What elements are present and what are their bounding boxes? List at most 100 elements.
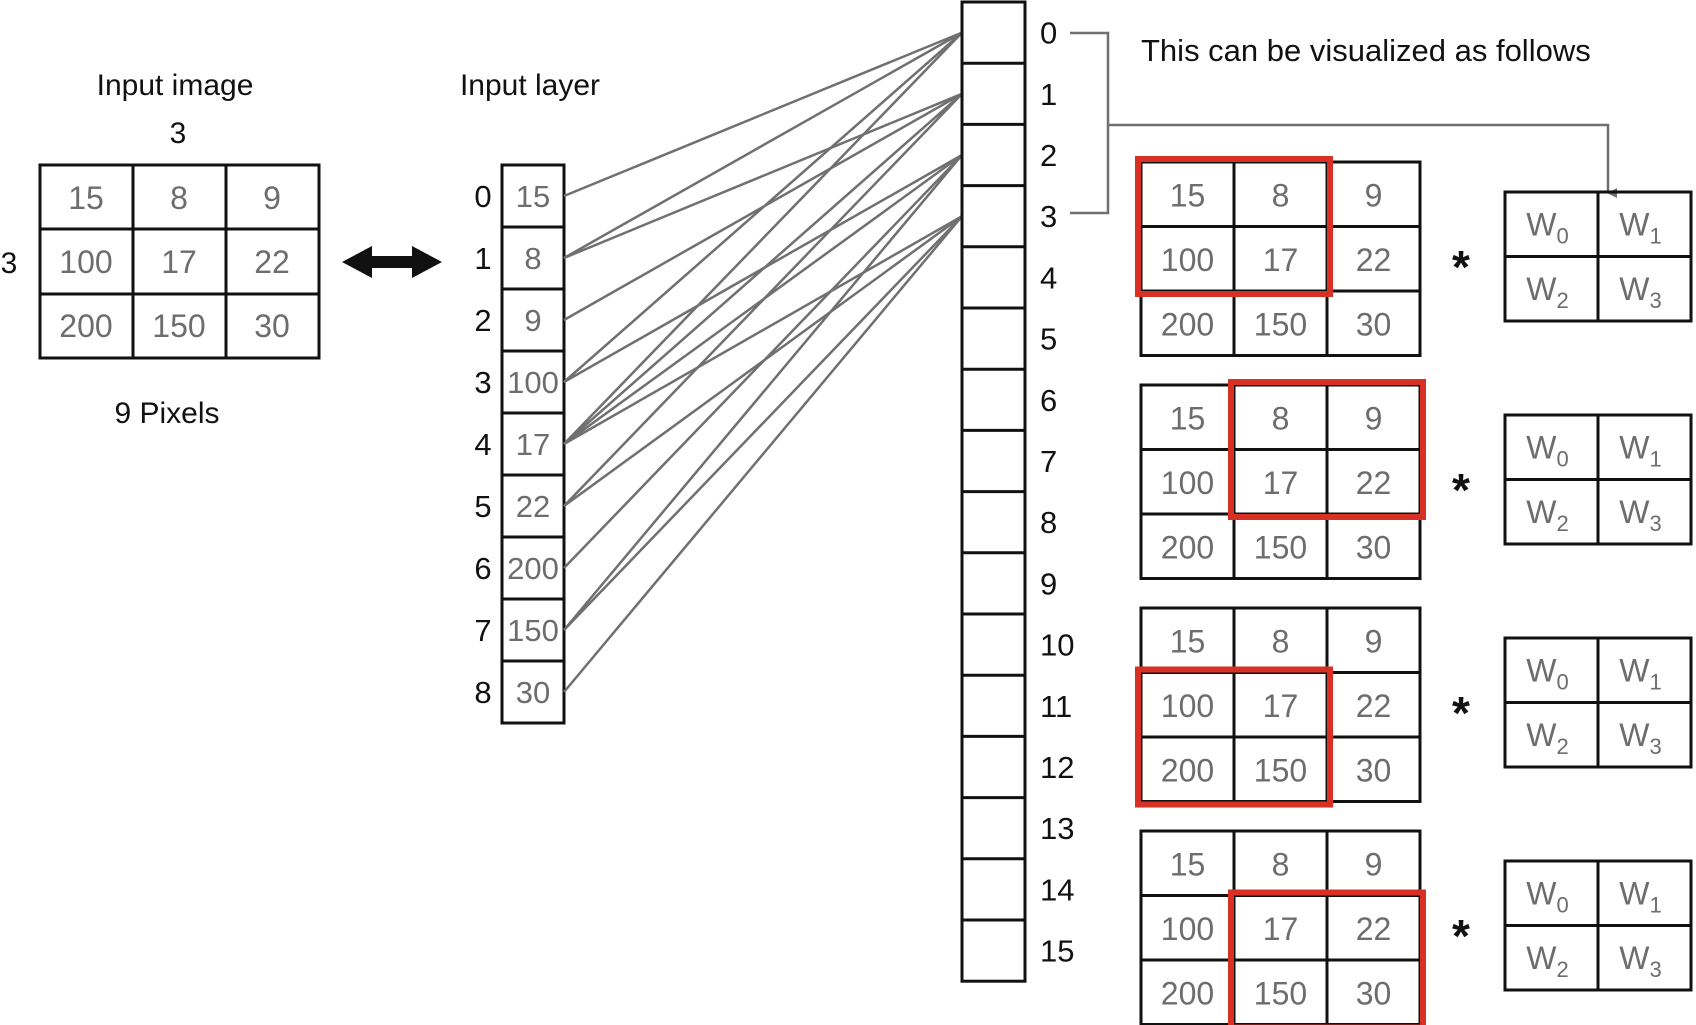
input-layer-value: 9 <box>524 303 541 338</box>
grid-cell: 100 <box>1161 242 1214 278</box>
grid-cell: 100 <box>1161 465 1214 501</box>
connection-line <box>563 215 963 446</box>
grid-cell: 8 <box>1272 623 1290 659</box>
weight-cell: W0 <box>1526 652 1568 694</box>
weight-cell: W2 <box>1526 271 1568 313</box>
weight-cell: W0 <box>1526 875 1568 917</box>
weight-cell: W1 <box>1619 206 1661 248</box>
weight-cell: W3 <box>1619 271 1661 313</box>
grid-cell: 17 <box>1263 465 1299 501</box>
multiply-operator: * <box>1452 910 1470 962</box>
input-image-caption: 9 Pixels <box>114 397 219 430</box>
grid-cell: 9 <box>1365 400 1383 436</box>
visualization-note: This can be visualized as follows <box>1141 33 1591 68</box>
weight-cell: W2 <box>1526 494 1568 536</box>
weight-cell: W3 <box>1619 717 1661 759</box>
hidden-index-label: 8 <box>1040 505 1057 540</box>
weight-cell: W1 <box>1619 652 1661 694</box>
connection-line <box>563 154 963 631</box>
grid-cell: 15 <box>1170 623 1206 659</box>
grid-cell: 9 <box>1365 846 1383 882</box>
connection-line <box>563 153 963 446</box>
hidden-index-label: 2 <box>1040 138 1057 173</box>
hidden-index-label: 13 <box>1040 811 1074 846</box>
input-layer-value: 15 <box>516 179 550 214</box>
grid-cell: 100 <box>1161 911 1214 947</box>
visualization-pointer: This can be visualized as follows <box>1070 31 1617 215</box>
grid-cell: 8 <box>1272 400 1290 436</box>
grid-cell: 30 <box>1356 752 1392 788</box>
grid-cell: 150 <box>1254 975 1307 1011</box>
input-layer-value: 22 <box>516 489 550 524</box>
grid-cell: 22 <box>1356 465 1392 501</box>
weight-cell: W1 <box>1619 429 1661 471</box>
kernel-highlight <box>1228 379 1426 520</box>
input-image-title: Input image <box>97 69 254 102</box>
input-index-label: 6 <box>474 551 491 586</box>
connection-line <box>563 215 963 631</box>
grid-cell: 22 <box>1356 242 1392 278</box>
grid-cell: 9 <box>1365 623 1383 659</box>
pixel-cell: 17 <box>161 244 197 280</box>
grid-cell: 200 <box>1161 306 1214 342</box>
grid-cell: 15 <box>1170 400 1206 436</box>
input-layer-title: Input layer <box>460 69 600 102</box>
input-image-grid: 15 8 9 100 17 22 200 150 30 <box>38 163 321 360</box>
input-layer-value: 30 <box>516 675 550 710</box>
weight-cell: W3 <box>1619 494 1661 536</box>
kernel-highlight <box>1135 666 1333 808</box>
connection-line <box>563 153 963 384</box>
grid-cell: 30 <box>1356 975 1392 1011</box>
pointer-arrow <box>1108 123 1617 198</box>
input-index-label: 4 <box>474 427 491 462</box>
hidden-index-label: 11 <box>1040 689 1072 724</box>
hidden-index-label: 5 <box>1040 322 1057 357</box>
bracket-line <box>1070 31 1110 215</box>
input-image-col-count: 3 <box>170 117 187 150</box>
input-index-label: 2 <box>474 303 491 338</box>
pixel-cell: 8 <box>170 180 188 216</box>
kernel-highlight <box>1228 889 1426 1025</box>
grid-cell: 17 <box>1263 688 1299 724</box>
hidden-index-label: 6 <box>1040 383 1057 418</box>
input-layer-value: 100 <box>507 365 559 400</box>
grid-cell: 150 <box>1254 752 1307 788</box>
grid-cell: 200 <box>1161 529 1214 565</box>
grid-cell: 15 <box>1170 177 1206 213</box>
hidden-index-label: 12 <box>1040 750 1074 785</box>
grid-cell: 100 <box>1161 688 1214 724</box>
multiply-operator: * <box>1452 464 1470 516</box>
pixel-cell: 9 <box>263 180 281 216</box>
grid-cell: 30 <box>1356 529 1392 565</box>
grid-cell: 22 <box>1356 688 1392 724</box>
hidden-index-label: 14 <box>1040 872 1074 907</box>
grid-cell: 17 <box>1263 242 1299 278</box>
connection-line <box>563 31 963 198</box>
input-layer-value: 8 <box>524 241 541 276</box>
hidden-index-label: 0 <box>1040 16 1057 51</box>
hidden-index-label: 15 <box>1040 934 1074 969</box>
hidden-index-label: 9 <box>1040 566 1057 601</box>
connection-line <box>563 92 963 322</box>
grid-cell: 8 <box>1272 177 1290 213</box>
hidden-index-label: 10 <box>1040 628 1074 663</box>
pixel-cell: 22 <box>254 244 290 280</box>
input-index-label: 1 <box>474 241 491 276</box>
pixel-cell: 150 <box>152 308 205 344</box>
input-index-label: 5 <box>474 489 491 524</box>
multiply-operator: * <box>1452 241 1470 293</box>
weight-cell: W0 <box>1526 206 1568 248</box>
grid-cell: 200 <box>1161 752 1214 788</box>
input-layer-value: 200 <box>507 551 559 586</box>
weight-cell: W1 <box>1619 875 1661 917</box>
weight-cell: W2 <box>1526 940 1568 982</box>
